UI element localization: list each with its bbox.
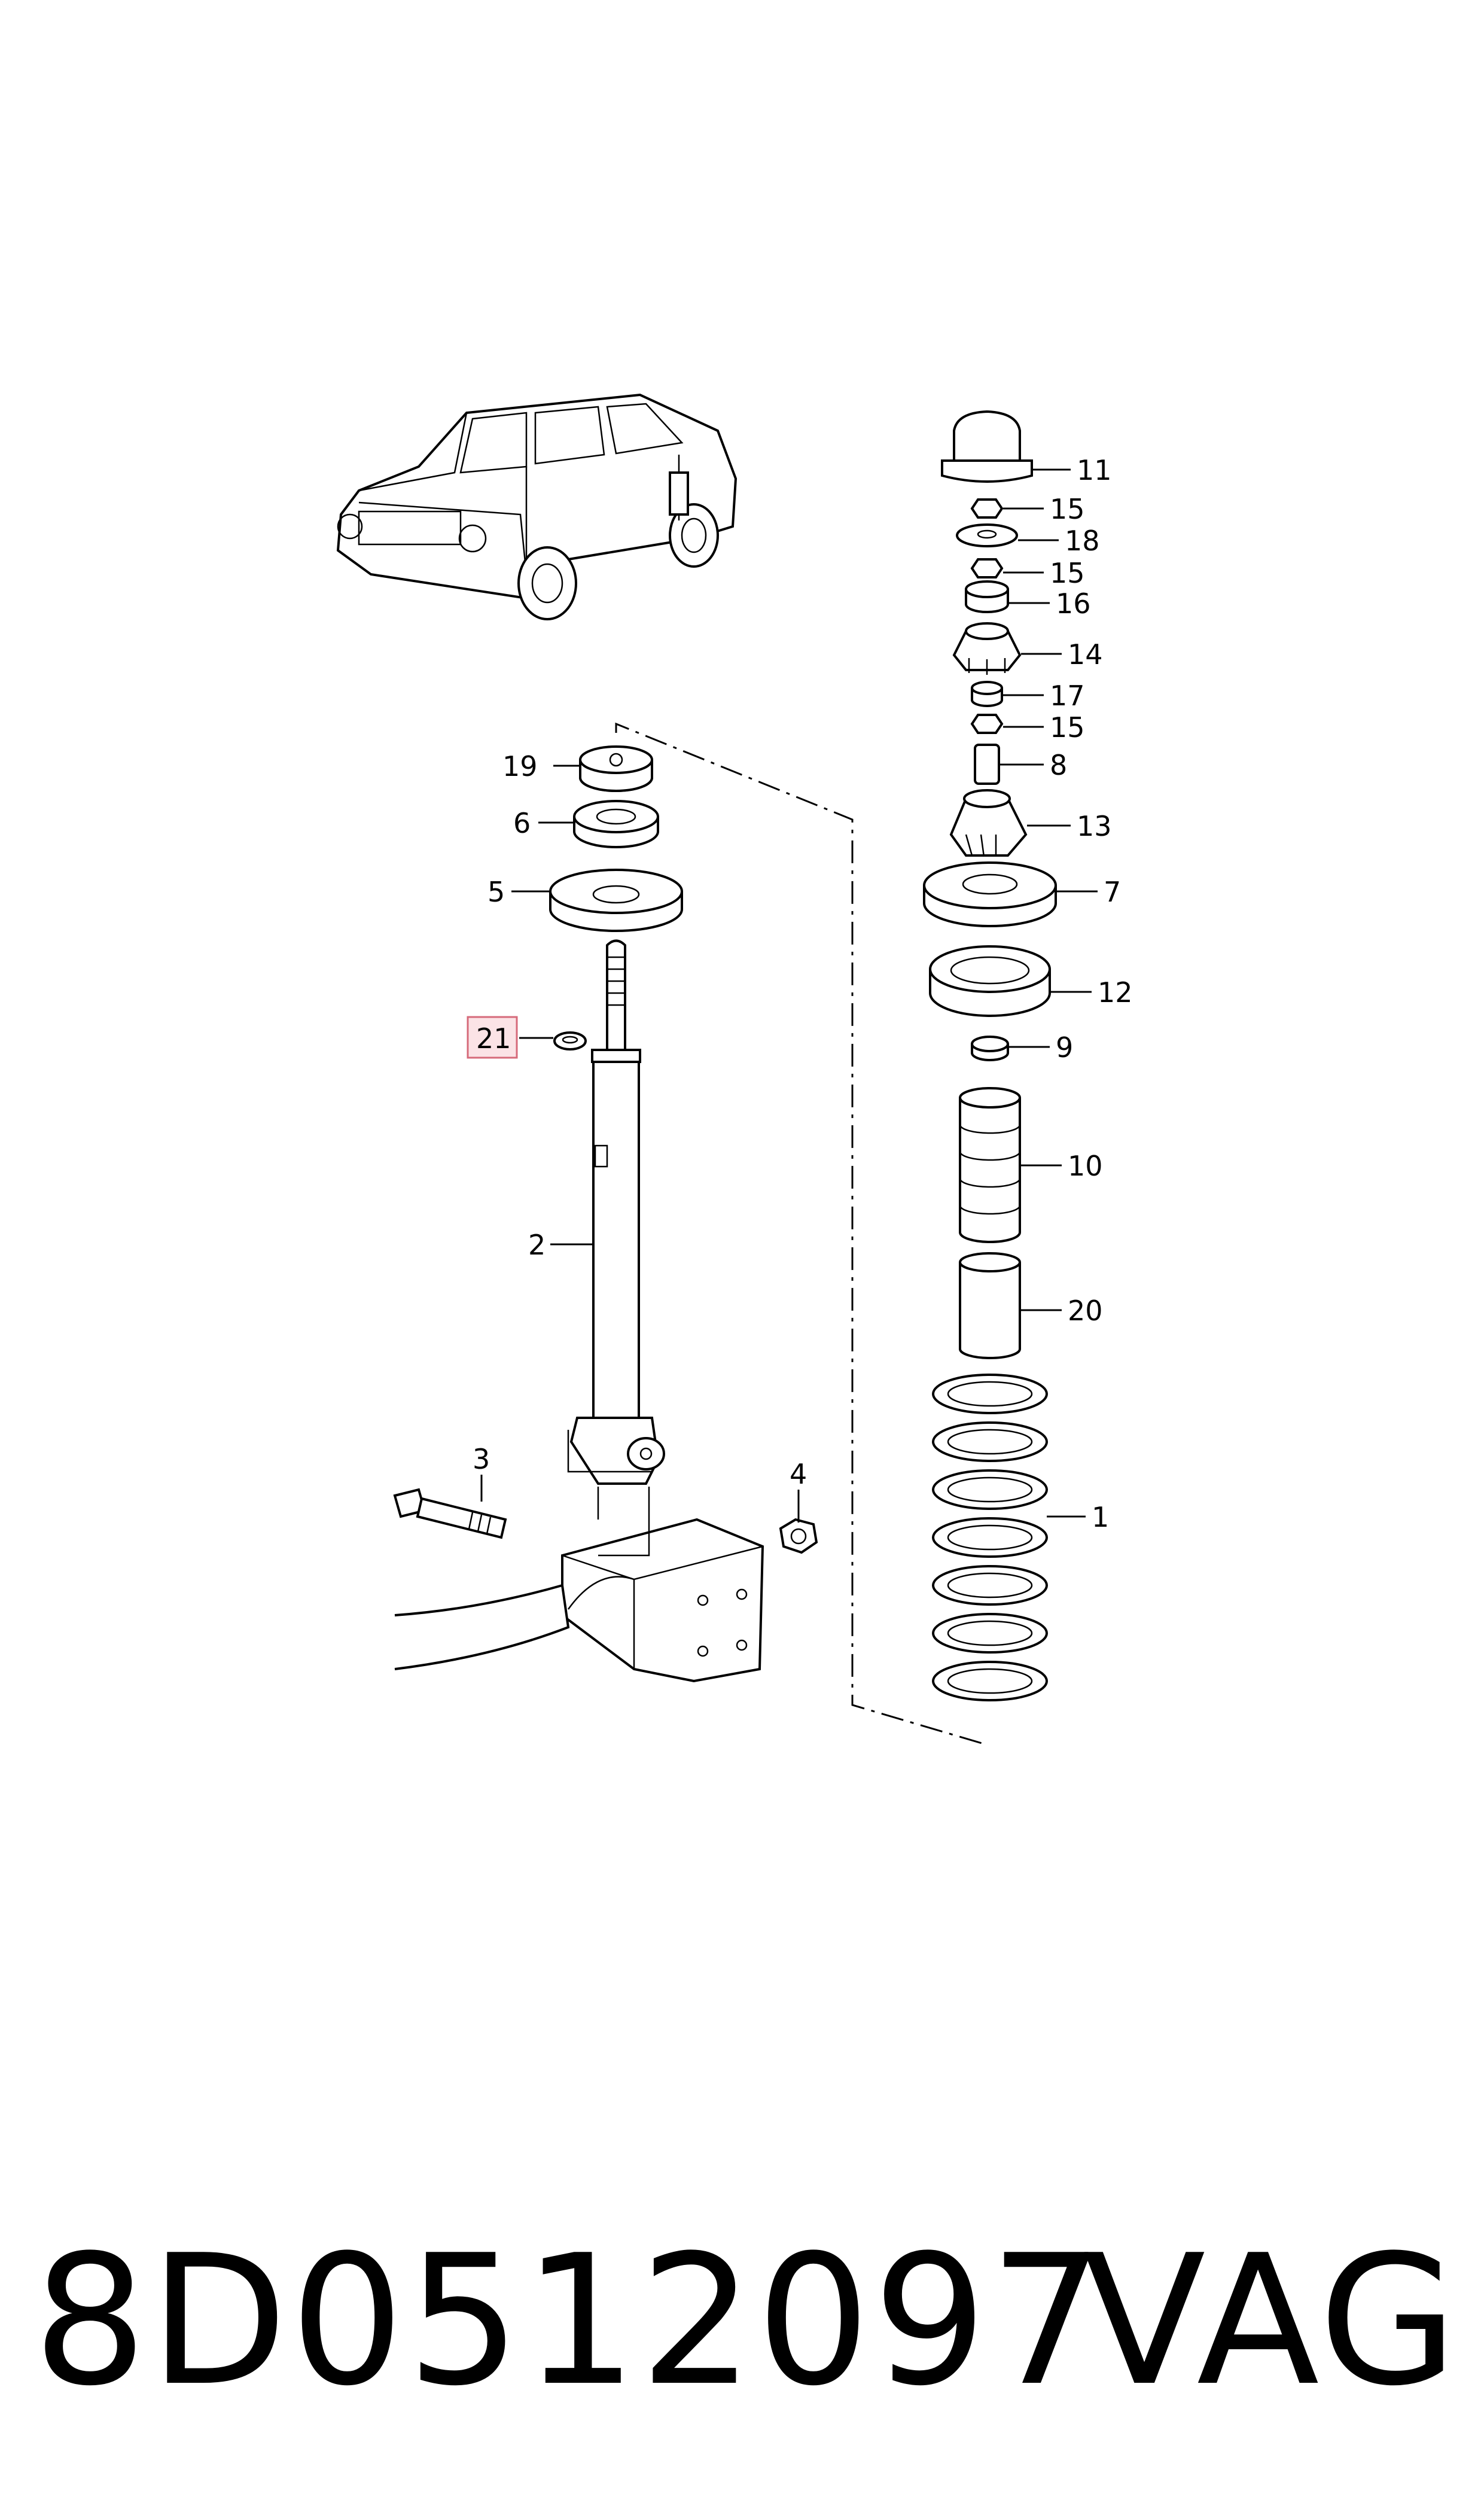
- leader-lines: [480, 468, 1098, 1523]
- part-20-dust-boot: [959, 1252, 1021, 1359]
- part-7-spring-seat: [923, 861, 1057, 927]
- part-13-rubber-mount: [949, 789, 1028, 857]
- bolt-axis-dashes: [567, 1430, 652, 1557]
- callout-14: 14: [1068, 638, 1103, 671]
- part-6-bushing: [573, 800, 659, 848]
- part-2-shock-absorber: [569, 939, 665, 1485]
- callout-15-bottom: 15: [1050, 711, 1085, 744]
- footer: 8D0512097 VAG: [0, 2213, 1484, 2429]
- part-16-spacer: [965, 580, 1009, 613]
- callout-21: 21: [476, 1022, 511, 1055]
- callout-10: 10: [1068, 1150, 1103, 1182]
- callout-7: 7: [1104, 876, 1121, 908]
- brand-label: VAG: [1083, 2216, 1460, 2425]
- callout-13: 13: [1077, 810, 1112, 842]
- part-19-cap: [579, 745, 653, 792]
- axle-bracket: [394, 1518, 764, 1683]
- part-9-washer: [971, 1036, 1009, 1061]
- part-12-spring-pad: [929, 945, 1051, 1017]
- part-10-bump-stop: [959, 1087, 1021, 1243]
- callout-16: 16: [1056, 587, 1091, 620]
- part-3-bolt: [393, 1488, 507, 1539]
- part-15-nut-top: [970, 498, 1004, 519]
- dashed-connector: [615, 722, 985, 1745]
- callout-17: 17: [1050, 680, 1085, 712]
- part-14-rubber-mount: [952, 622, 1022, 675]
- callout-5: 5: [487, 876, 505, 908]
- callout-18: 18: [1065, 525, 1100, 557]
- callout-15-top: 15: [1050, 493, 1085, 525]
- callout-4: 4: [790, 1458, 807, 1490]
- callout-12: 12: [1098, 976, 1133, 1009]
- part-8-sleeve: [974, 744, 1000, 785]
- car-illustration: [336, 393, 738, 620]
- callout-2: 2: [528, 1229, 546, 1261]
- part-1-coil-spring: [932, 1374, 1048, 1701]
- callout-6: 6: [513, 807, 531, 839]
- callout-11: 11: [1077, 454, 1112, 486]
- callout-3: 3: [473, 1443, 490, 1475]
- part-11-cap: [941, 410, 1033, 483]
- highlight-box-21: [467, 1016, 518, 1059]
- part-15-nut-bottom: [970, 714, 1004, 734]
- callout-1: 1: [1092, 1501, 1109, 1533]
- callout-15-middle: 15: [1050, 557, 1085, 589]
- callout-8: 8: [1050, 749, 1067, 781]
- part-15-nut-middle: [970, 558, 1004, 578]
- part-4-nut: [779, 1518, 818, 1554]
- part-number: 8D0512097: [33, 2216, 1106, 2425]
- part-21-washer: [553, 1031, 587, 1051]
- part-17-bushing: [971, 681, 1003, 707]
- callout-9: 9: [1056, 1031, 1073, 1064]
- callout-labels: 19 6 5 21 2 3 4 11 15 18 15 16 14 17 15 …: [473, 454, 1133, 1533]
- callout-20: 20: [1068, 1295, 1103, 1327]
- part-5-mount-plate: [549, 869, 683, 932]
- callout-19: 19: [502, 750, 538, 783]
- part-18-washer: [956, 523, 1018, 547]
